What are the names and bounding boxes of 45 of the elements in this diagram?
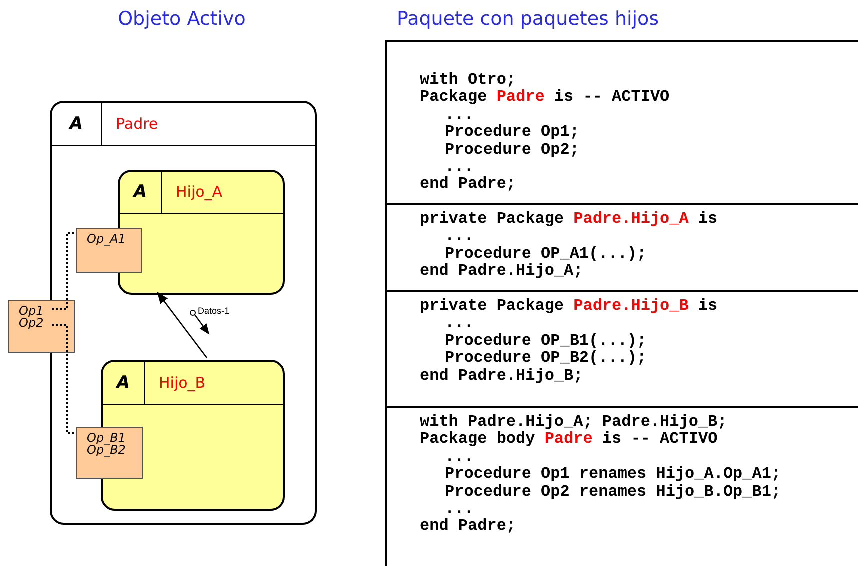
code-line: Package Padre is -- ACTIVO	[420, 89, 671, 107]
dotted-connector	[52, 232, 74, 310]
code-line: Package body Padre is -- ACTIVO	[420, 431, 719, 449]
edge-label: Datos-1	[198, 306, 230, 316]
code-line: ...	[444, 106, 475, 124]
code-section	[385, 406, 858, 566]
heading: Paquete con paquetes hijos	[397, 8, 660, 30]
code-line: ...	[444, 315, 475, 333]
package-box	[50, 101, 317, 525]
arrow	[157, 292, 208, 358]
heading: Objeto Activo	[118, 8, 246, 30]
code-line: Procedure Op2;	[444, 142, 580, 160]
code-line: ...	[445, 501, 474, 518]
operations-box	[8, 300, 75, 353]
code-line: ...	[445, 159, 474, 176]
dotted-connector	[52, 324, 74, 434]
code-line: end Padre;	[420, 176, 518, 194]
operation-name: Op2	[19, 317, 45, 329]
code-line: Procedure OP_A1(...);	[444, 246, 648, 263]
code-section	[385, 290, 858, 406]
operations-box	[76, 427, 143, 479]
operations-box	[76, 228, 142, 273]
code-section	[385, 203, 858, 290]
code-line: Procedure Op1 renames Hijo_A.Op_A1;	[444, 466, 782, 484]
code-line: end Padre.Hijo_B;	[420, 368, 584, 386]
code-line: private Package Padre.Hijo_A is	[420, 211, 719, 228]
code-line: ...	[444, 228, 475, 246]
code-line: private Package Padre.Hijo_B is	[420, 298, 719, 316]
operation-name: Op_B1	[87, 432, 127, 444]
package-name: Hijo_A	[176, 182, 223, 203]
code-section	[385, 40, 858, 203]
code-line: Procedure OP_B1(...);	[444, 332, 648, 350]
code-line: with Padre.Hijo_A; Padre.Hijo_B;	[420, 414, 728, 431]
package-name: Hijo_B	[159, 373, 206, 394]
package-name: Padre	[116, 114, 158, 135]
code-line: Procedure OP_B2(...);	[444, 350, 648, 368]
code-line: Procedure Op2 renames Hijo_B.Op_B1;	[444, 484, 782, 502]
operation-name: Op_B2	[87, 444, 127, 456]
code-line: end Padre.Hijo_A;	[420, 263, 584, 281]
code-line: with Otro;	[420, 72, 518, 89]
operation-name: Op_A1	[87, 233, 127, 245]
operation-name: Op1	[19, 305, 45, 317]
code-line: end Padre;	[420, 518, 518, 536]
code-line: Procedure Op1;	[444, 124, 580, 142]
code-line: ...	[444, 448, 475, 466]
